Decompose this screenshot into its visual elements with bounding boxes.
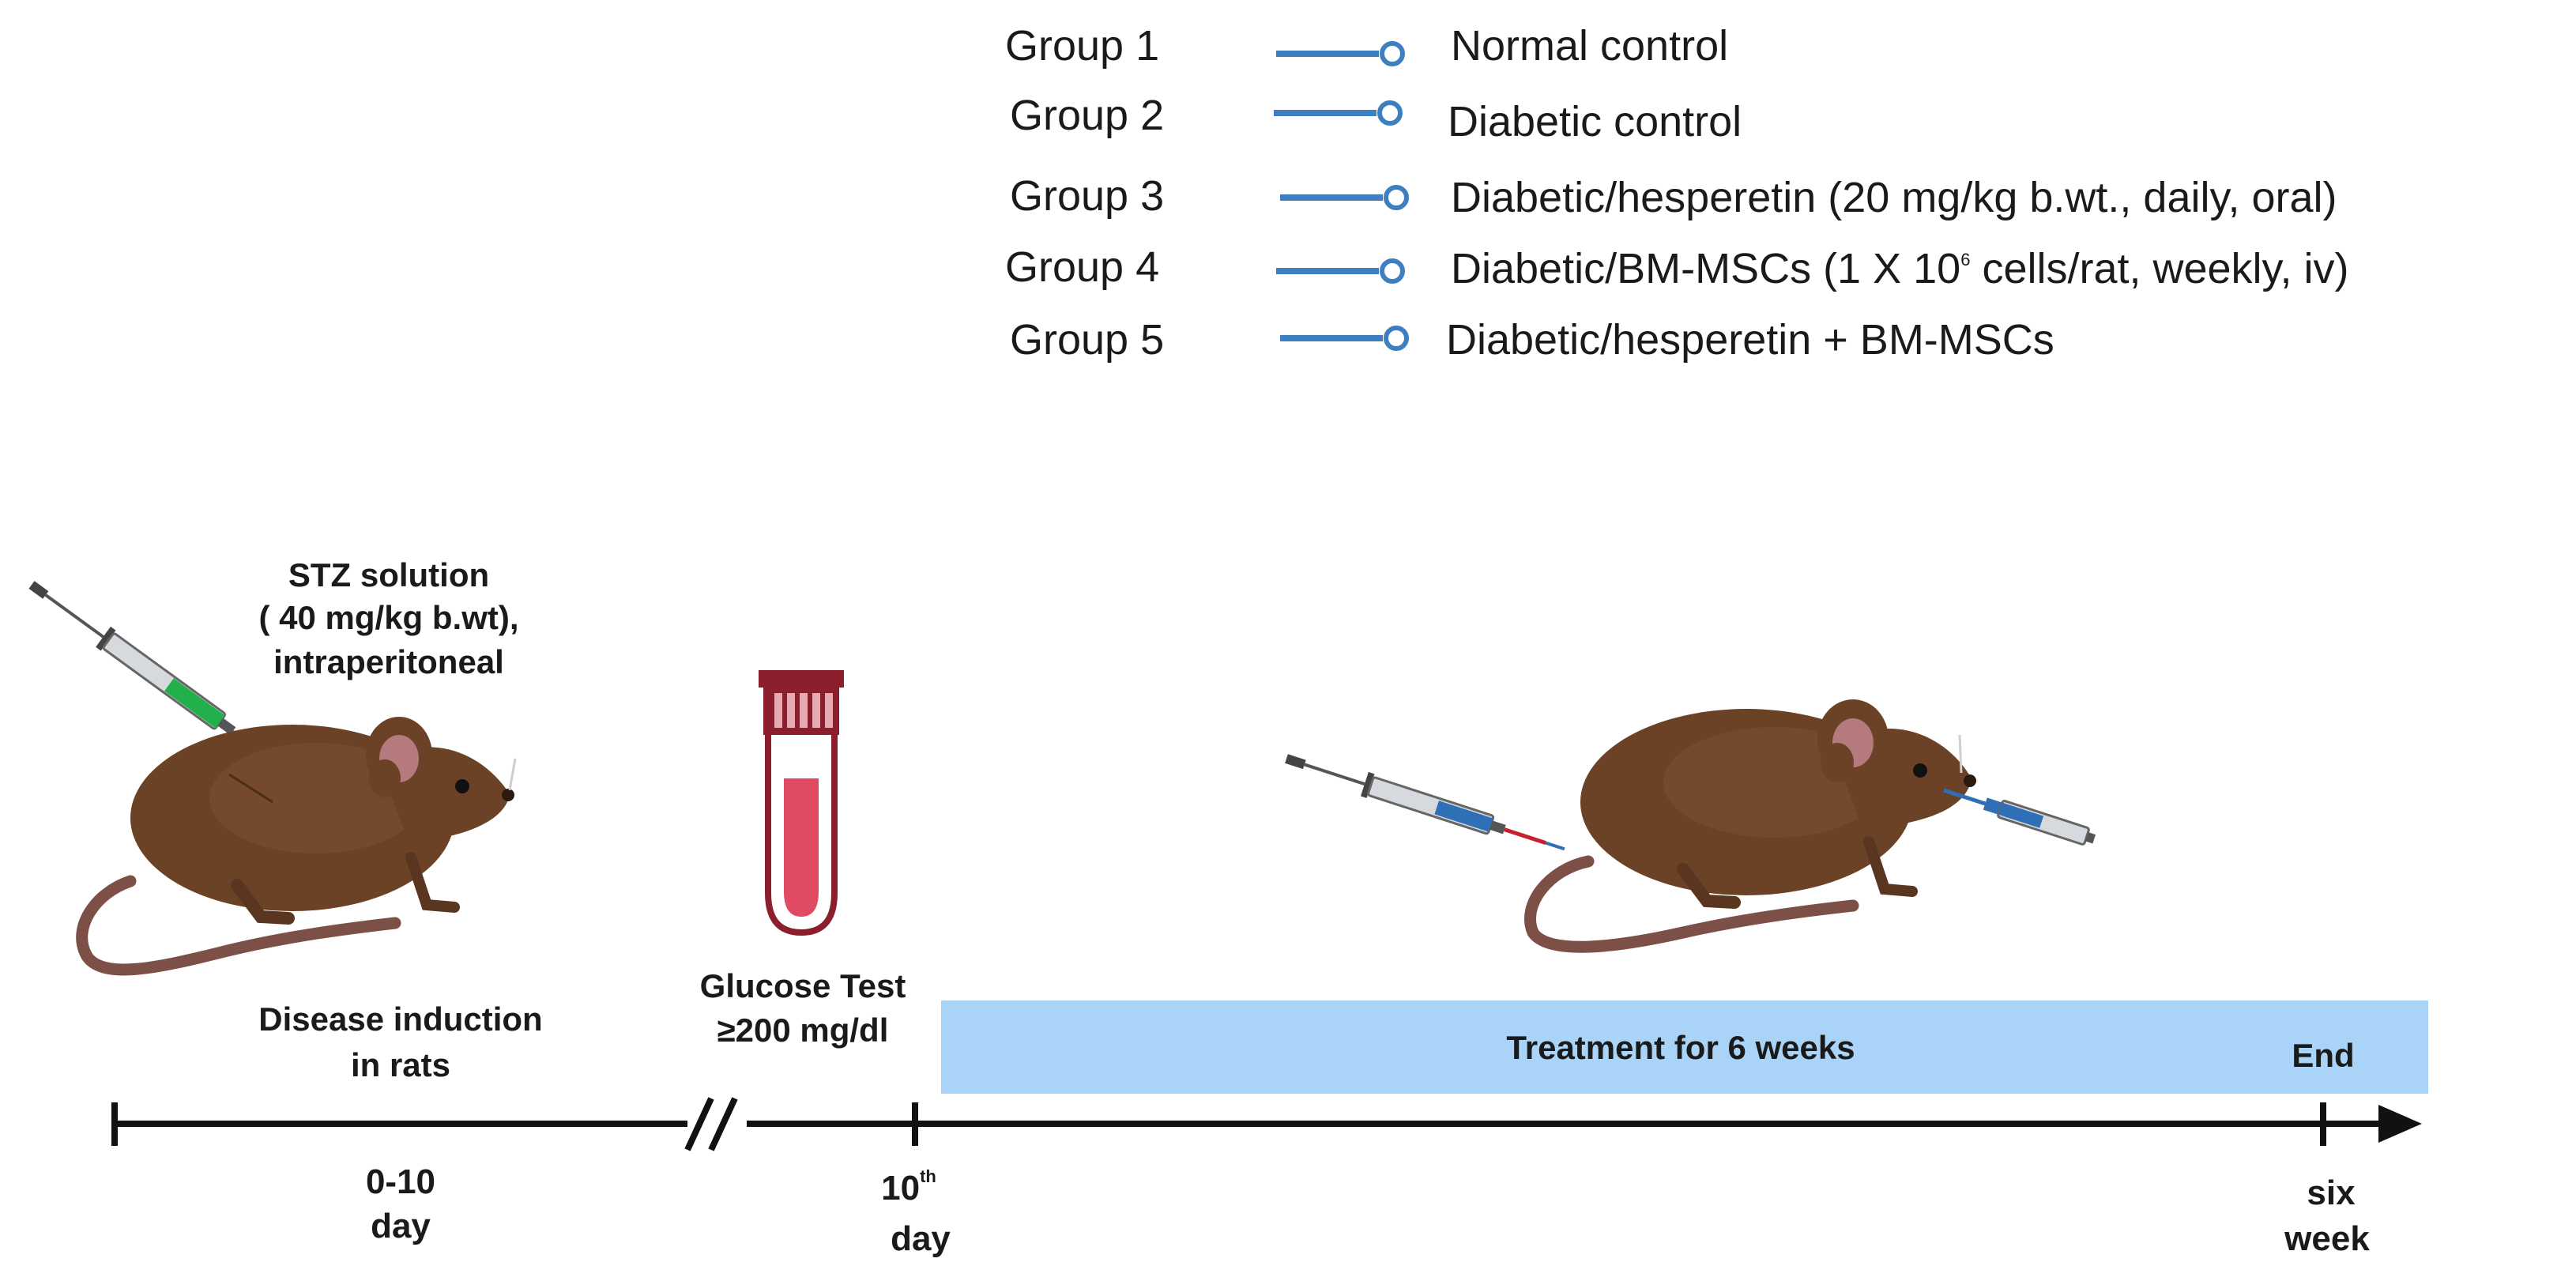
- timeline-text: 10th: [881, 1166, 936, 1208]
- timeline-axis: [111, 1097, 2422, 1151]
- blood-tube-icon: [759, 670, 844, 936]
- treatment-label: Treatment for 6 weeks: [1506, 1029, 1855, 1066]
- desc-part: cells/rat, weekly, iv): [1970, 245, 2348, 292]
- group-row-2: Group 2 Diabetic control: [1010, 92, 1742, 145]
- treatment-bar: [936, 996, 2433, 1098]
- injection-line: ( 40 mg/kg b.wt),: [258, 599, 518, 636]
- syringe-icon: [1285, 754, 1565, 851]
- group-list: Group 1 Normal control Group 2 Diabetic …: [1005, 22, 2349, 364]
- connector-dot: [1384, 326, 1409, 351]
- group-row-4: Group 4 Diabetic/BM-MSCs (1 X 106 cells/…: [1005, 243, 2349, 292]
- injection-label: STZ solution ( 40 mg/kg b.wt), intraperi…: [258, 556, 518, 680]
- group-description: Diabetic control: [1448, 98, 1742, 145]
- induction-line: in rats: [351, 1046, 450, 1083]
- group-label: Group 3: [1010, 172, 1164, 220]
- connector-dot: [1377, 100, 1403, 126]
- injection-line: intraperitoneal: [273, 643, 504, 680]
- desc-superscript: 6: [1960, 250, 1970, 269]
- end-label: End: [2292, 1037, 2354, 1074]
- induction-label: Disease induction in rats: [258, 1000, 542, 1083]
- connector-dot: [1380, 258, 1405, 284]
- group-description: Normal control: [1451, 22, 1728, 70]
- axis-break-icon: [708, 1097, 738, 1151]
- glucose-label: Glucose Test ≥200 mg/dl: [700, 967, 906, 1049]
- rat-icon: [76, 717, 517, 976]
- group-label: Group 1: [1005, 22, 1159, 70]
- group-row-3: Group 3 Diabetic/hesperetin (20 mg/kg b.…: [1010, 172, 2337, 221]
- axis-break-icon: [684, 1097, 714, 1151]
- timeline-text: day: [371, 1207, 431, 1245]
- timeline-text: week: [2284, 1219, 2370, 1258]
- day-suffix: th: [920, 1166, 936, 1186]
- group-label: Group 2: [1010, 92, 1164, 139]
- timeline-label-end: six week: [2284, 1174, 2370, 1258]
- timeline-text: six: [2307, 1174, 2356, 1212]
- group-row-1: Group 1 Normal control: [1005, 22, 1728, 70]
- group-description: Diabetic/hesperetin + BM-MSCs: [1446, 316, 2054, 364]
- group-label: Group 5: [1010, 316, 1164, 364]
- day-number: 10: [881, 1169, 920, 1208]
- group-label: Group 4: [1005, 243, 1159, 291]
- timeline-label-day10: 10th day: [881, 1166, 951, 1258]
- group-row-5: Group 5 Diabetic/hesperetin + BM-MSCs: [1010, 316, 2054, 364]
- group-description: Diabetic/hesperetin (20 mg/kg b.wt., dai…: [1451, 174, 2337, 221]
- connector-dot: [1380, 41, 1405, 66]
- oral-gavage-icon: [1943, 788, 2096, 846]
- rat-icon: [1524, 699, 1976, 953]
- injection-line: STZ solution: [288, 556, 489, 593]
- group-description: Diabetic/BM-MSCs (1 X 106 cells/rat, wee…: [1451, 245, 2349, 292]
- timeline-text: 0-10: [366, 1162, 435, 1201]
- arrow-head-icon: [2378, 1105, 2422, 1143]
- desc-part: Diabetic/BM-MSCs (1 X 10: [1451, 245, 1960, 292]
- induction-line: Disease induction: [258, 1000, 542, 1038]
- glucose-line: Glucose Test: [700, 967, 906, 1004]
- connector-dot: [1384, 185, 1409, 210]
- timeline-label-start: 0-10 day: [366, 1162, 435, 1245]
- timeline-text: day: [891, 1219, 951, 1258]
- glucose-line: ≥200 mg/dl: [717, 1012, 889, 1049]
